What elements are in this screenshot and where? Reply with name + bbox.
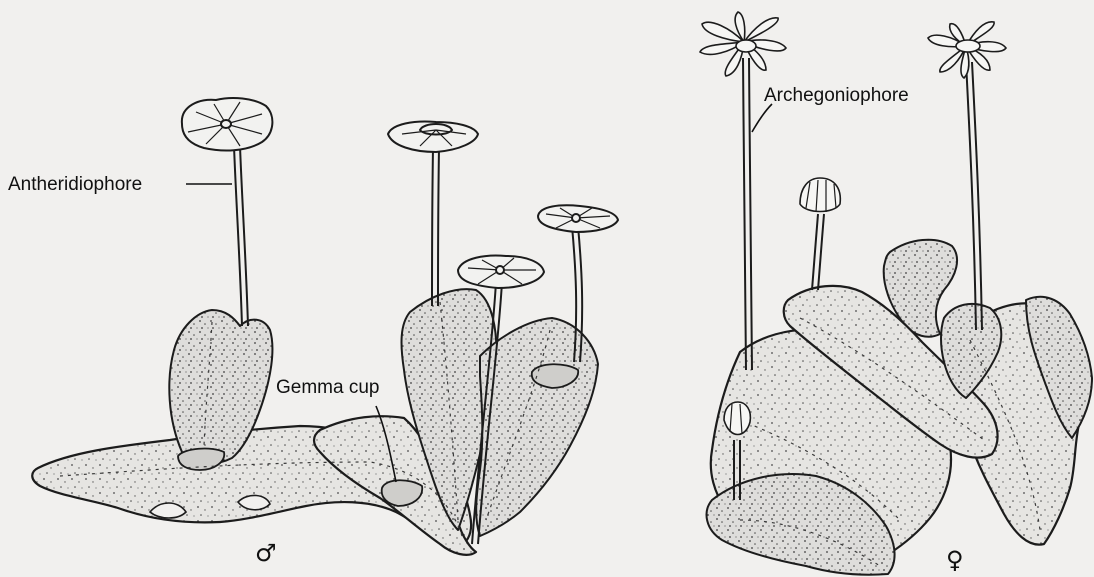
archegoniophore-young-head	[800, 178, 840, 212]
male-plant	[32, 98, 618, 555]
gemma-cup-label: Gemma cup	[276, 378, 379, 397]
antheridiophore-disc-4	[458, 256, 544, 288]
antheridiophore-disc	[182, 98, 273, 150]
antheridiophore-label: Antheridiophore	[8, 175, 142, 194]
male-symbol: ♂	[255, 541, 277, 565]
archegoniophore-head-right	[928, 22, 1006, 78]
antheridiophore-disc-3	[538, 205, 618, 232]
female-symbol: ♀	[946, 548, 964, 572]
archegoniophore-label: Archegoniophore	[764, 86, 909, 105]
antheridiophore-disc-2	[388, 122, 478, 153]
archegoniophore-bud	[724, 402, 750, 435]
archegoniophore-leader	[752, 104, 772, 132]
archegoniophore-stalk-left	[743, 58, 746, 370]
male-lobe-right-2	[476, 318, 598, 536]
